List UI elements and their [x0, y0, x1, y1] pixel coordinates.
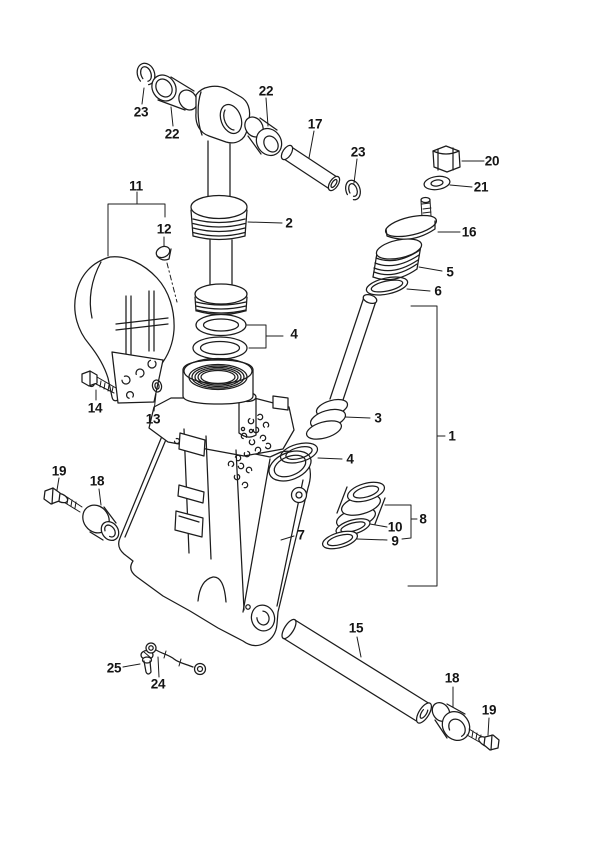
part-washer-21 — [423, 175, 451, 191]
part-o-ring-4-lower — [279, 442, 319, 464]
part-trim-rod — [305, 293, 378, 440]
callout-22: 22 — [258, 83, 274, 99]
part-bolt-19-right — [466, 728, 500, 751]
callout-8: 8 — [419, 511, 427, 527]
part-bushing-upper-left — [151, 74, 198, 111]
callout-18: 18 — [89, 473, 105, 489]
callout-23: 23 — [133, 104, 149, 120]
callout-25: 25 — [106, 660, 122, 676]
part-seal-housing-group — [192, 283, 248, 360]
callout-13: 13 — [145, 411, 161, 427]
callout-7: 7 — [297, 527, 305, 543]
part-snap-ring-top-left — [136, 62, 156, 86]
callout-5: 5 — [446, 264, 454, 280]
part-bushing-18-left — [82, 504, 120, 542]
callout-2: 2 — [285, 215, 293, 231]
callout-23: 23 — [350, 144, 366, 160]
callout-16: 16 — [461, 224, 477, 240]
part-bushing-18-right — [431, 701, 471, 741]
part-pivot-pin — [280, 144, 341, 192]
part-manual-release-valve — [384, 196, 438, 240]
callout-4: 4 — [290, 326, 298, 342]
callout-17: 17 — [307, 116, 323, 132]
callout-12: 12 — [156, 221, 172, 237]
part-threaded-plug-5 — [372, 238, 423, 281]
part-cylinder-cap — [190, 194, 248, 241]
callout-6: 6 — [434, 283, 442, 299]
callout-21: 21 — [473, 179, 489, 195]
part-screw-25 — [140, 649, 154, 675]
leader-lines — [56, 87, 490, 736]
part-snap-ring-top-right — [345, 179, 361, 201]
callout-9: 9 — [391, 533, 399, 549]
callout-4: 4 — [346, 451, 354, 467]
callout-22: 22 — [164, 126, 180, 142]
part-cover-guard — [74, 256, 175, 404]
callout-18: 18 — [444, 670, 460, 686]
callout-14: 14 — [87, 400, 103, 416]
callout-15: 15 — [348, 620, 364, 636]
callout-20: 20 — [484, 153, 500, 169]
part-bushing-upper-right — [244, 116, 283, 157]
callout-1: 1 — [448, 428, 456, 444]
part-tilt-tube — [281, 618, 433, 724]
part-cylinder-body — [118, 357, 312, 647]
part-nut-20 — [432, 145, 461, 173]
part-piston-seal-set — [321, 481, 386, 550]
callout-11: 11 — [129, 178, 143, 194]
part-link-wire-24 — [145, 642, 207, 676]
part-bolt-14 — [81, 370, 117, 394]
bolt-boss-scallops — [227, 413, 272, 489]
part-washer-13 — [151, 379, 163, 393]
part-piston-rod — [207, 140, 233, 293]
callout-19: 19 — [51, 463, 67, 479]
callout-24: 24 — [150, 676, 166, 692]
part-cylinder-rod-eye — [195, 85, 251, 144]
part-o-ring-6 — [365, 276, 409, 296]
callout-3: 3 — [374, 410, 382, 426]
callout-19: 19 — [481, 702, 497, 718]
part-bolt-19-left — [43, 487, 83, 513]
callout-10: 10 — [387, 519, 403, 535]
part-plug-cap-12 — [155, 245, 178, 303]
